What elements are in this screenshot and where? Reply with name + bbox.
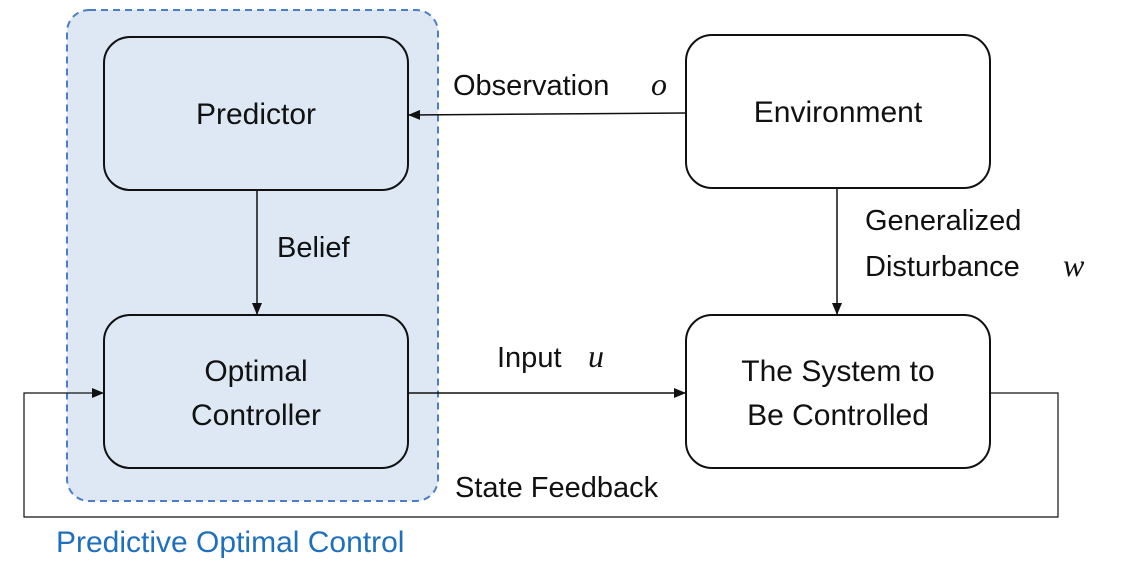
group-title: Predictive Optimal Control xyxy=(56,526,404,559)
predictor-box xyxy=(103,36,409,191)
optimal-controller-box xyxy=(103,314,409,469)
state-feedback-arrow xyxy=(23,388,1059,518)
input-symbol: u xyxy=(588,338,604,374)
observation-arrow xyxy=(408,109,687,120)
belief-label: Belief xyxy=(277,232,350,264)
observation-symbol: o xyxy=(651,66,667,102)
system-label-line2: Be Controlled xyxy=(747,399,929,432)
state-feedback-label: State Feedback xyxy=(455,472,659,504)
disturbance-symbol: w xyxy=(1063,247,1085,283)
system-label-line1: The System to xyxy=(741,355,934,388)
disturbance-label-line2: Disturbance xyxy=(865,251,1020,283)
environment-box xyxy=(685,34,991,189)
input-label: Input xyxy=(497,342,562,374)
optimal-controller-label-line1: Optimal xyxy=(204,355,307,388)
observation-label: Observation xyxy=(453,70,609,102)
system-box xyxy=(685,314,991,469)
disturbance-label-line1: Generalized xyxy=(865,205,1021,237)
optimal-controller-label-line2: Controller xyxy=(191,399,321,432)
predictor-label: Predictor xyxy=(196,98,316,131)
environment-label: Environment xyxy=(754,96,923,129)
